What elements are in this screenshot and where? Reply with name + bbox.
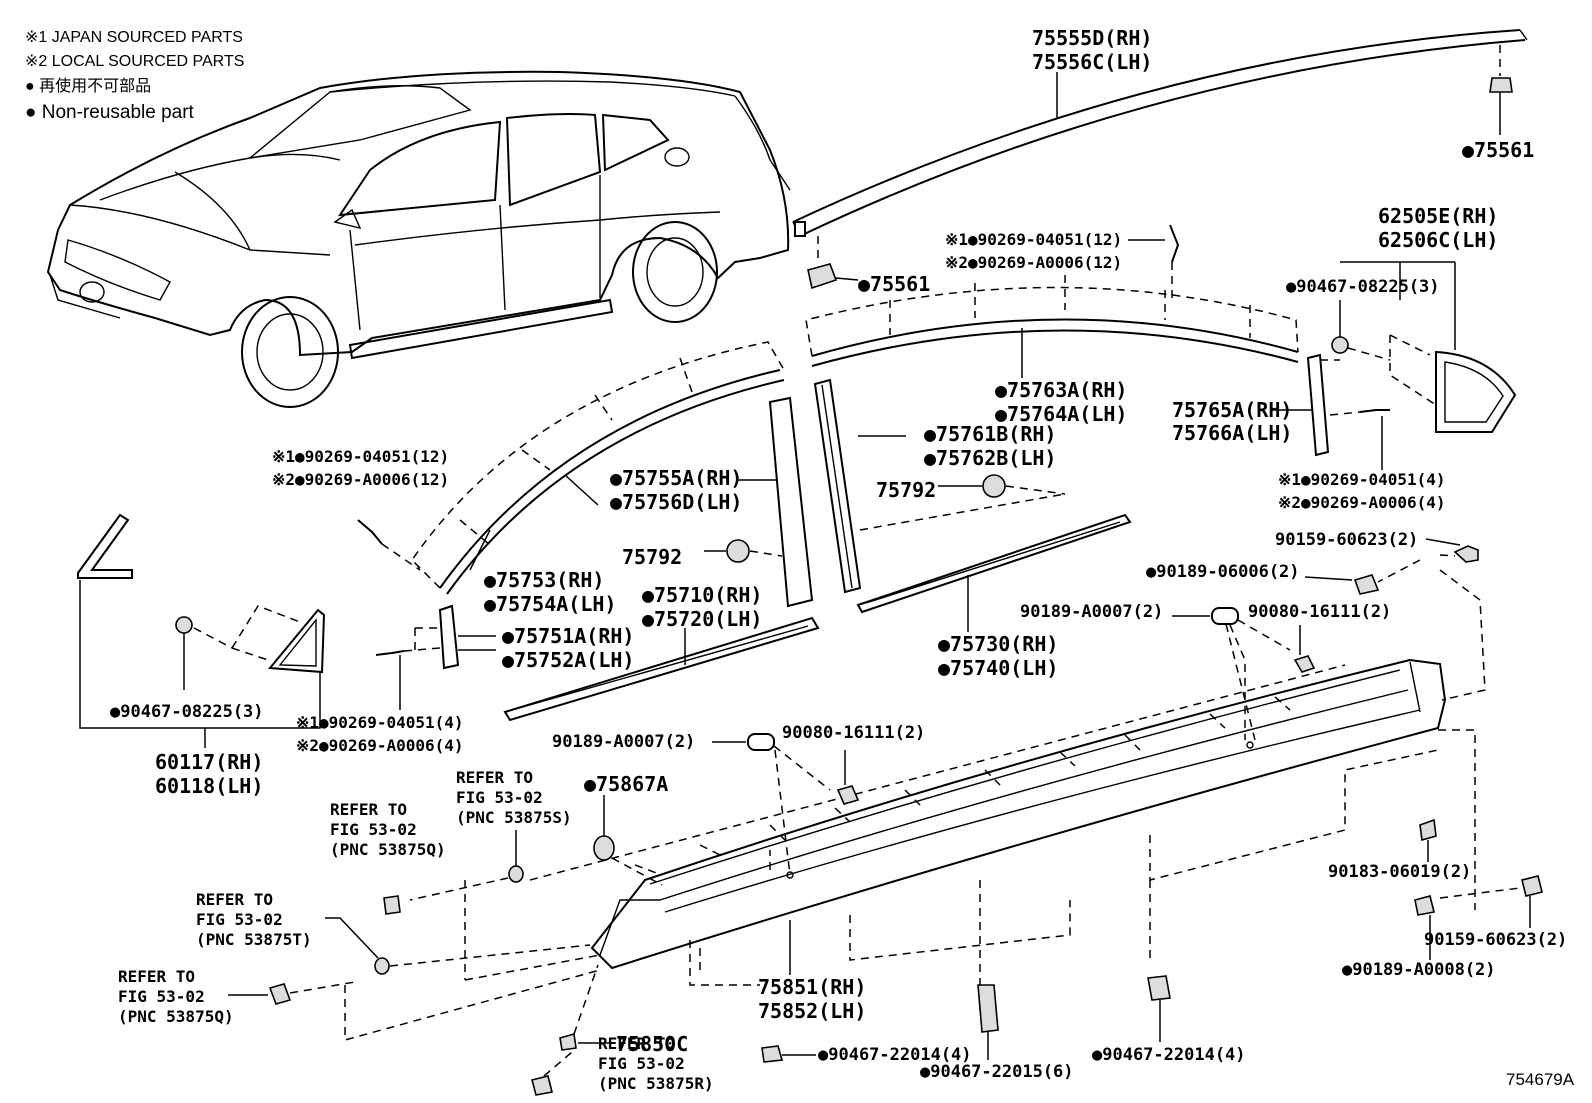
legend-japan-sourced: ※1 JAPAN SOURCED PARTS — [25, 29, 243, 46]
roof-molding-drawing — [792, 29, 1528, 290]
label-90269-A0006-mid: ※2●90269-A0006(12) — [272, 470, 450, 489]
label-75710: ●75710(RH) — [642, 583, 763, 607]
label-75730: ●75730(RH) — [938, 632, 1059, 656]
label-75561-right: ●75561 — [1462, 138, 1535, 162]
label-75792-left: 75792 — [622, 545, 683, 569]
label-75763A: ●75763A(RH) — [995, 378, 1128, 402]
label-75755A: ●75755A(RH) — [610, 466, 743, 490]
pillar-garnishes-drawing — [704, 261, 1517, 608]
label-90189-06006: ●90189-06006(2) — [1146, 562, 1300, 582]
label-90467-22015: ●90467-22015(6) — [920, 1062, 1074, 1082]
figure-id: 754679A — [1506, 1070, 1575, 1089]
label-90269-04051-mid: ※1●90269-04051(12) — [272, 447, 450, 466]
label-75753: ●75753(RH) — [484, 568, 605, 592]
label-75852: 75852(LH) — [758, 999, 867, 1023]
fasteners-drawing — [228, 538, 1543, 1096]
label-75765A: 75765A(RH) — [1172, 398, 1293, 422]
legend-nonreusable-jp: ● 再使用不可部品 — [25, 78, 152, 95]
label-75740: ●75740(LH) — [938, 656, 1059, 680]
label-90189-A0007-right: 90189-A0007(2) — [1020, 602, 1164, 622]
rocker-panel-drawing — [529, 569, 1486, 1010]
label-90080-16111-left: 90080-16111(2) — [782, 723, 926, 743]
label-75720: ●75720(LH) — [642, 607, 763, 631]
label-90269-04051-top: ※1●90269-04051(12) — [945, 230, 1123, 249]
label-62505E: 62505E(RH) — [1378, 204, 1499, 228]
label-90183-06019: 90183-06019(2) — [1328, 862, 1472, 882]
label-90159-60623-bottom: 90159-60623(2) — [1424, 930, 1568, 950]
label-75561-left: ●75561 — [858, 272, 931, 296]
label-90189-A0007-left: 90189-A0007(2) — [552, 732, 696, 752]
label-90269-A0006-right: ※2●90269-A0006(4) — [1278, 493, 1446, 512]
refer-to-53875Q-upper: REFER TO FIG 53-02 (PNC 53875Q) — [330, 800, 446, 859]
label-75850C: 75850C — [616, 1032, 689, 1056]
door-upper-moldings-drawing — [357, 224, 1299, 595]
label-75851: 75851(RH) — [758, 975, 867, 999]
label-75556C: 75556C(LH) — [1032, 50, 1153, 74]
label-90269-04051-right: ※1●90269-04051(4) — [1278, 470, 1446, 489]
label-90080-16111-right: 90080-16111(2) — [1248, 602, 1392, 622]
label-90269-A0006-top: ※2●90269-A0006(12) — [945, 253, 1123, 272]
label-90269-04051-left: ※1●90269-04051(4) — [296, 713, 464, 732]
belt-moldings-drawing — [375, 513, 1132, 722]
label-75751A: ●75751A(RH) — [502, 624, 635, 648]
label-90467-08225-right: ●90467-08225(3) — [1286, 277, 1440, 297]
label-90189-A0008: ●90189-A0008(2) — [1342, 960, 1496, 980]
legend-nonreusable-en: ● Non-reusable part — [25, 102, 194, 123]
front-corner-pieces-drawing — [77, 513, 326, 748]
refer-to-53875Q-lower: REFER TO FIG 53-02 (PNC 53875Q) — [118, 967, 234, 1026]
label-90159-60623-top: 90159-60623(2) — [1275, 530, 1419, 550]
label-75555D: 75555D(RH) — [1032, 26, 1153, 50]
refer-to-53875S: REFER TO FIG 53-02 (PNC 53875S) — [456, 768, 572, 827]
label-75766A: 75766A(LH) — [1172, 421, 1293, 445]
label-60118: 60118(LH) — [155, 774, 264, 798]
label-75867A: ●75867A — [584, 772, 669, 796]
label-60117: 60117(RH) — [155, 750, 264, 774]
label-90467-08225-left: ●90467-08225(3) — [110, 702, 264, 722]
label-90467-22014-right: ●90467-22014(4) — [1092, 1045, 1246, 1065]
label-75764A: ●75764A(LH) — [995, 402, 1128, 426]
label-75756D: ●75756D(LH) — [610, 490, 743, 514]
label-62506C: 62506C(LH) — [1378, 228, 1499, 252]
label-75761B: ●75761B(RH) — [924, 422, 1057, 446]
label-90269-A0006-left: ※2●90269-A0006(4) — [296, 736, 464, 755]
label-90467-22014-left: ●90467-22014(4) — [818, 1045, 972, 1065]
label-75754A: ●75754A(LH) — [484, 592, 617, 616]
refer-to-53875R: REFER TO FIG 53-02 (PNC 53875R) — [598, 1034, 714, 1093]
car-illustration — [46, 70, 791, 408]
label-75762B: ●75762B(LH) — [924, 446, 1057, 470]
label-75752A: ●75752A(LH) — [502, 648, 635, 672]
legend-local-sourced: ※2 LOCAL SOURCED PARTS — [25, 53, 245, 70]
label-75792-right: 75792 — [876, 478, 937, 502]
refer-to-53875T: REFER TO FIG 53-02 (PNC 53875T) — [196, 890, 312, 949]
